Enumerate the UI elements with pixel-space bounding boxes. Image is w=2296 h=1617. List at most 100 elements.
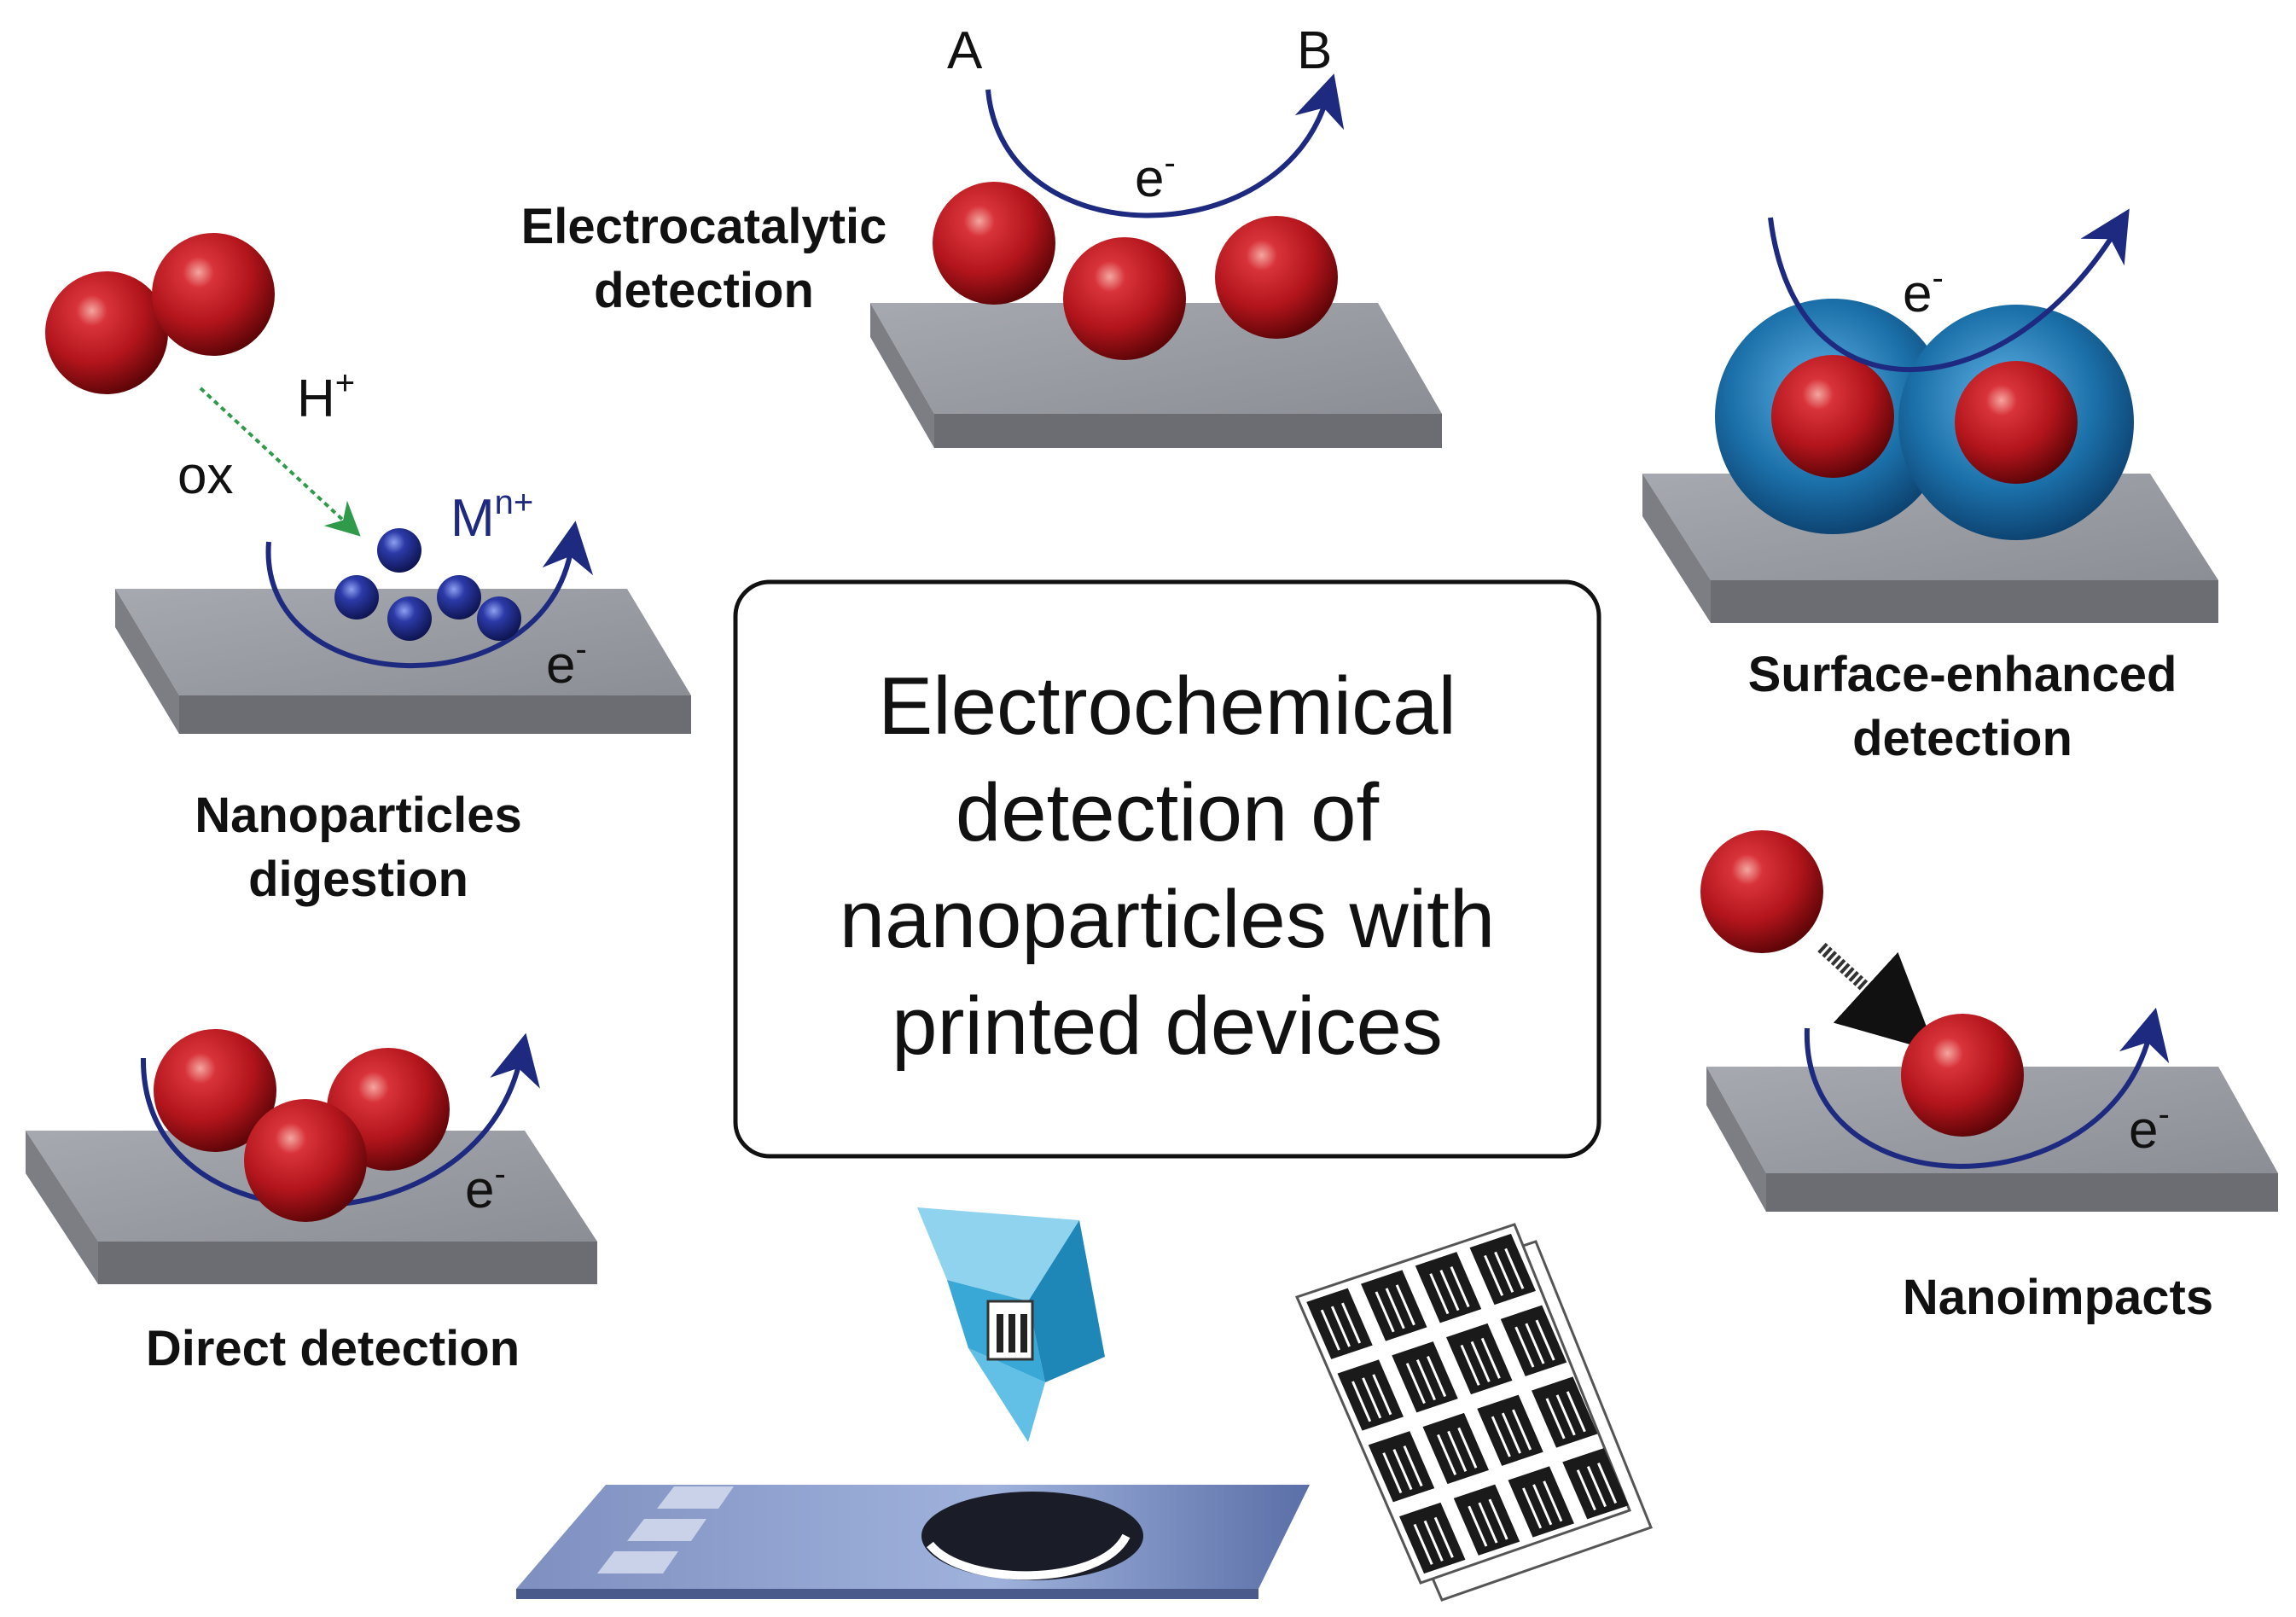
nanoparticle — [45, 271, 168, 394]
nanoparticle — [1700, 830, 1823, 953]
electrode-track — [1351, 1381, 1372, 1422]
digestion-panel: H+ ox Mn+ e- Nanoparticles digestion — [45, 233, 691, 907]
nanoparticle — [933, 182, 1055, 305]
surface-enhanced-panel: e- Surface-enhanced detection — [1642, 208, 2218, 766]
digestion-caption-line-2: digestion — [248, 852, 468, 907]
electrode-track — [1423, 1520, 1444, 1562]
electrode-track — [1480, 1337, 1501, 1379]
electron-label: e- — [1135, 144, 1176, 208]
electrode-track — [1437, 1434, 1457, 1475]
electrode-track — [1427, 1356, 1447, 1398]
nanoparticle — [1215, 216, 1338, 339]
electrode-track — [1488, 1498, 1508, 1540]
electrocatalytic-caption-line-1: Electrocatalytic — [521, 199, 887, 254]
center-title-box: Electrochemical detection of nanoparticl… — [733, 579, 1601, 1159]
paper-based-device — [917, 1207, 1105, 1442]
electrode-track — [1555, 1394, 1576, 1436]
electrode-track — [1385, 1288, 1405, 1329]
electrode-track — [1320, 1309, 1340, 1351]
electrode-track — [1512, 1409, 1532, 1451]
electron-label: e- — [2129, 1096, 2170, 1160]
electrode-substrate — [115, 589, 691, 734]
surface-enhanced-caption-line-2: detection — [1852, 711, 2072, 766]
electrode-track — [1330, 1306, 1351, 1347]
electrode-track — [1576, 1469, 1596, 1511]
impact-arrow — [1817, 942, 1937, 1052]
nanoparticle — [152, 233, 275, 356]
electrode-track — [1525, 1323, 1545, 1364]
electron-transfer-arrow — [1768, 208, 2130, 373]
center-box-frame — [733, 579, 1601, 1159]
nanoparticle-core — [1955, 361, 2078, 484]
printed-electrode-sheets — [1294, 1223, 1653, 1602]
metal-ion — [387, 596, 432, 641]
direct-detection-panel: e- Direct detection — [26, 1029, 597, 1376]
electrode-track — [1586, 1466, 1607, 1508]
electrode-track — [1405, 1363, 1426, 1405]
electrode-track — [1450, 1266, 1470, 1308]
electrode-track — [1504, 1248, 1525, 1289]
electron-transfer-arrow — [985, 73, 1345, 218]
electrode-track — [1501, 1412, 1521, 1454]
electrocatalytic-panel: A B e- Electrocatalytic detection — [521, 21, 1442, 448]
product-label: B — [1297, 21, 1332, 80]
electrode-track — [1460, 1344, 1480, 1386]
electrode-track — [1341, 1302, 1362, 1344]
electron-label: e- — [546, 631, 587, 695]
electrode-track — [1392, 1449, 1413, 1491]
electrode-track — [1491, 1416, 1511, 1457]
electron-label: e- — [1903, 259, 1944, 323]
electrode-track — [1433, 1516, 1454, 1558]
electrode-track — [1403, 1445, 1423, 1487]
electrode-track — [1372, 1374, 1392, 1416]
working-electrode-icon — [921, 1492, 1143, 1580]
metal-ion — [437, 575, 481, 619]
reactant-label: A — [947, 21, 983, 80]
electrode-track — [1375, 1291, 1395, 1333]
nanoimpacts-caption: Nanoimpacts — [1903, 1270, 2213, 1325]
electrode-track — [1478, 1502, 1498, 1544]
nanoparticle — [154, 1029, 276, 1152]
electrode-track — [1494, 1251, 1514, 1293]
electrode-track — [1566, 1391, 1586, 1433]
center-title-line-3: nanoparticles with — [840, 874, 1495, 965]
electrode-track — [1439, 1270, 1460, 1312]
electrode-track — [1484, 1254, 1504, 1296]
electrode-track — [1470, 1341, 1491, 1382]
electrode-track — [1468, 1505, 1488, 1547]
screen-printed-electrode — [516, 1485, 1310, 1599]
electrode-track — [1362, 1377, 1382, 1419]
electron-label: e- — [465, 1155, 506, 1219]
metal-ion — [477, 596, 521, 641]
electrode-track — [1447, 1430, 1468, 1472]
nanoparticle-core — [1771, 355, 1894, 478]
electrode-track — [1429, 1273, 1450, 1315]
surface-enhanced-caption-line-1: Surface-enhanced — [1748, 647, 2177, 702]
electrode-track — [1543, 1480, 1563, 1522]
nanoparticle — [1901, 1014, 2024, 1137]
electrode-track — [1395, 1284, 1415, 1326]
electrode-array — [1306, 1233, 1629, 1574]
electrode-track — [1514, 1326, 1535, 1368]
electrode-track — [1535, 1319, 1555, 1361]
electrode-track — [1597, 1463, 1618, 1504]
oxidant-label: ox — [177, 446, 233, 505]
nanoimpacts-panel: e- Nanoimpacts — [1700, 830, 2278, 1325]
nanoparticle — [244, 1099, 367, 1222]
direct-detection-caption: Direct detection — [146, 1321, 520, 1376]
metal-ion — [334, 575, 379, 619]
center-title-line-2: detection of — [956, 767, 1380, 858]
electrode-track — [1415, 1359, 1436, 1401]
nanoparticle — [1063, 237, 1186, 360]
electrode-track — [1545, 1398, 1566, 1440]
center-title-line-1: Electrochemical — [878, 660, 1456, 752]
electrocatalytic-caption-line-2: detection — [594, 263, 814, 318]
electron-transfer-arrow — [1804, 1007, 2170, 1169]
proton-label: H+ — [297, 364, 355, 428]
electron-transfer-arrow — [265, 521, 594, 669]
digestion-caption-line-1: Nanoparticles — [195, 788, 522, 843]
electrode-track — [1457, 1427, 1478, 1469]
center-title-line-4: printed devices — [892, 980, 1443, 1072]
electrode-track — [1413, 1523, 1433, 1565]
